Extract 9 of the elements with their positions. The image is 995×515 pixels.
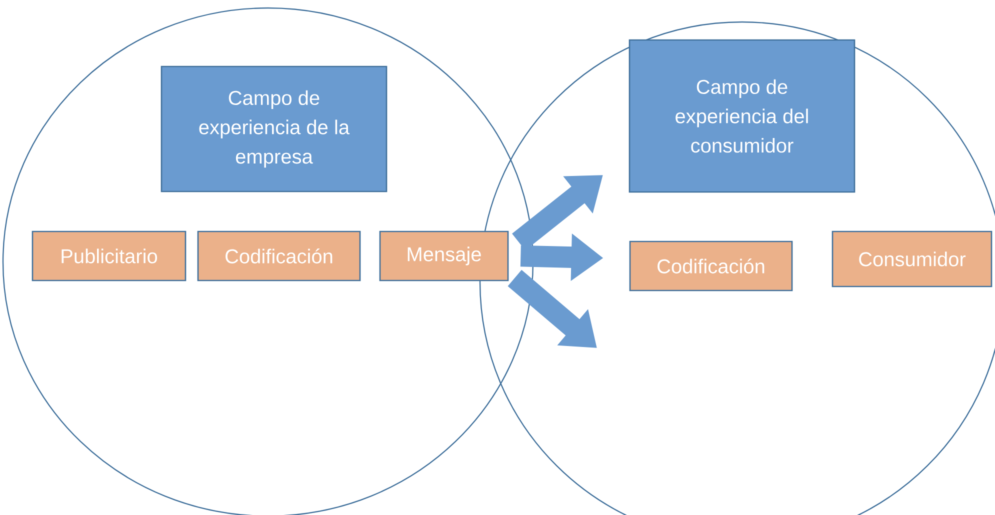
process-box: Mensaje [379, 230, 509, 282]
process-box: Codificación [197, 230, 361, 282]
process-box: Publicitario [32, 230, 186, 282]
heading-box: Campo de experiencia de la empresa [160, 66, 388, 192]
ellipse-outline [479, 21, 995, 515]
ellipse-outline [2, 7, 534, 515]
process-box: Consumidor [832, 230, 992, 288]
process-box: Codificación [629, 240, 793, 292]
heading-box: Campo de experiencia del consumidor [628, 39, 856, 193]
